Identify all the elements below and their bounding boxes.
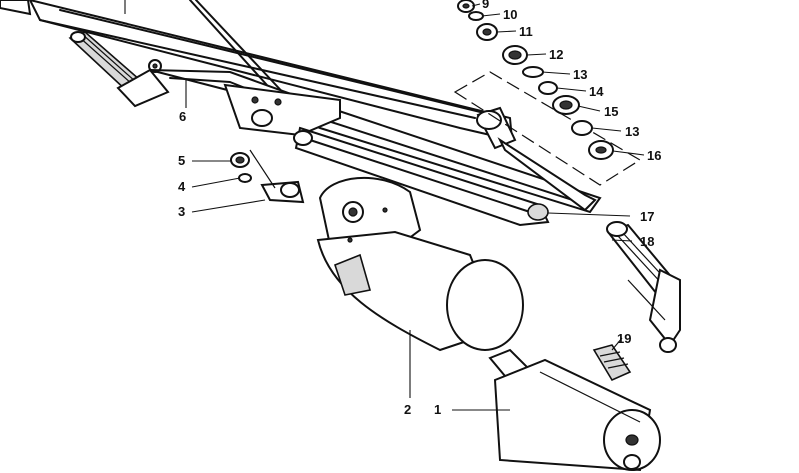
left-wiper-spindle xyxy=(68,31,170,108)
callout-19: 19 xyxy=(617,331,631,346)
crank-linkage-arm xyxy=(293,126,550,227)
motor-housing xyxy=(316,176,524,352)
wiper-frame-bar xyxy=(0,0,514,142)
callout-12: 12 xyxy=(549,47,563,62)
center-bracket xyxy=(223,83,341,137)
spindle-hardware-stack xyxy=(457,0,614,160)
callout-leaders xyxy=(124,0,645,411)
callout-4: 4 xyxy=(178,179,186,194)
parts-group-outline xyxy=(453,71,642,186)
callout-14: 14 xyxy=(589,84,604,99)
callout-1: 1 xyxy=(434,402,441,417)
callout-6: 6 xyxy=(179,109,186,124)
callout-16: 16 xyxy=(647,148,661,163)
callout-2: 2 xyxy=(404,402,411,417)
callout-13-upper: 13 xyxy=(573,67,587,82)
drive-motor xyxy=(488,348,661,472)
callout-3: 3 xyxy=(178,204,185,219)
callout-15: 15 xyxy=(604,104,618,119)
callout-9: 9 xyxy=(482,0,489,11)
bushing-tube xyxy=(476,106,597,212)
callout-17: 17 xyxy=(640,209,654,224)
callout-18: 18 xyxy=(640,234,654,249)
callout-labels: 9 10 11 12 13 14 15 13 16 17 18 19 6 5 4… xyxy=(178,0,661,417)
callout-5: 5 xyxy=(178,153,185,168)
right-wiper-spindle xyxy=(606,221,681,353)
callout-10: 10 xyxy=(503,7,517,22)
mounting-hardware xyxy=(230,149,305,204)
callout-11: 11 xyxy=(519,24,533,39)
rubber-grommet xyxy=(592,344,632,382)
callout-13-lower: 13 xyxy=(625,124,639,139)
